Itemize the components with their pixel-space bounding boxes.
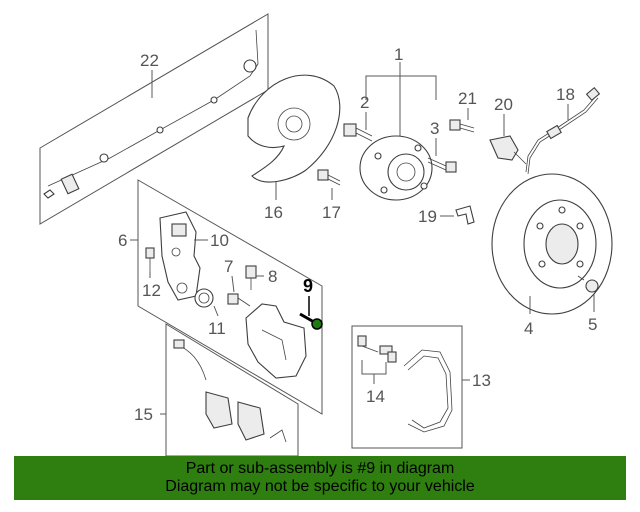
brake-splash-shield — [247, 74, 341, 183]
parts-diagram: 22 16 17 1 2 3 21 — [39, 13, 613, 456]
brake-hose-18 — [525, 86, 601, 175]
callout-14[interactable]: 14 — [366, 387, 385, 406]
guide-pins-14 — [357, 335, 397, 363]
callout-9[interactable]: 9 — [303, 276, 313, 296]
abs-sensor-20 — [489, 135, 527, 165]
clip-19 — [455, 205, 475, 225]
brake-caliper-10 — [159, 211, 201, 301]
callout-5[interactable]: 5 — [588, 315, 597, 334]
bleeder-12 — [145, 247, 155, 272]
callout-1[interactable]: 1 — [394, 45, 403, 64]
caliper-bolt-9 — [299, 312, 323, 330]
bolt-21 — [449, 119, 475, 133]
callout-17[interactable]: 17 — [322, 203, 341, 222]
banner-line-1: Part or sub-assembly is #9 in diagram — [185, 460, 455, 477]
callout-22[interactable]: 22 — [140, 51, 159, 70]
callout-6[interactable]: 6 — [118, 231, 127, 250]
callout-18[interactable]: 18 — [556, 85, 575, 104]
callout-12[interactable]: 12 — [142, 281, 161, 300]
dust-cap-8 — [245, 265, 257, 290]
callout-4[interactable]: 4 — [524, 319, 533, 338]
callout-21[interactable]: 21 — [458, 89, 477, 108]
callout-19[interactable]: 19 — [418, 207, 437, 226]
banner-line-2: Diagram may not be specific to your vehi… — [165, 478, 475, 495]
callout-8[interactable]: 8 — [268, 267, 277, 286]
pad-spring-13 — [403, 349, 453, 433]
wheel-speed-sensor-panel — [39, 13, 269, 225]
brake-rotor — [491, 173, 613, 315]
hardware-panel — [351, 325, 463, 449]
seal-ring-11 — [194, 288, 214, 308]
callout-2[interactable]: 2 — [360, 93, 369, 112]
caliper-carrier — [245, 303, 307, 379]
hub-bolt-2 — [343, 123, 373, 142]
wheel-hub-bearing — [359, 135, 433, 201]
rotor-screw-5 — [577, 275, 599, 293]
callout-16[interactable]: 16 — [264, 203, 283, 222]
callout-20[interactable]: 20 — [494, 95, 513, 114]
shield-bolt — [317, 169, 341, 186]
callout-10[interactable]: 10 — [210, 231, 229, 250]
brake-pads — [173, 339, 287, 443]
callout-15[interactable]: 15 — [134, 405, 153, 424]
brake-pad-panel — [165, 323, 299, 456]
callout-13[interactable]: 13 — [472, 371, 491, 390]
callout-3[interactable]: 3 — [430, 119, 439, 138]
hub-bolt-3 — [427, 157, 457, 173]
callout-11[interactable]: 11 — [208, 319, 226, 338]
info-banner: Part or sub-assembly is #9 in diagram Di… — [14, 456, 626, 500]
guide-bolt-7 — [227, 293, 251, 307]
callout-7[interactable]: 7 — [224, 257, 233, 276]
